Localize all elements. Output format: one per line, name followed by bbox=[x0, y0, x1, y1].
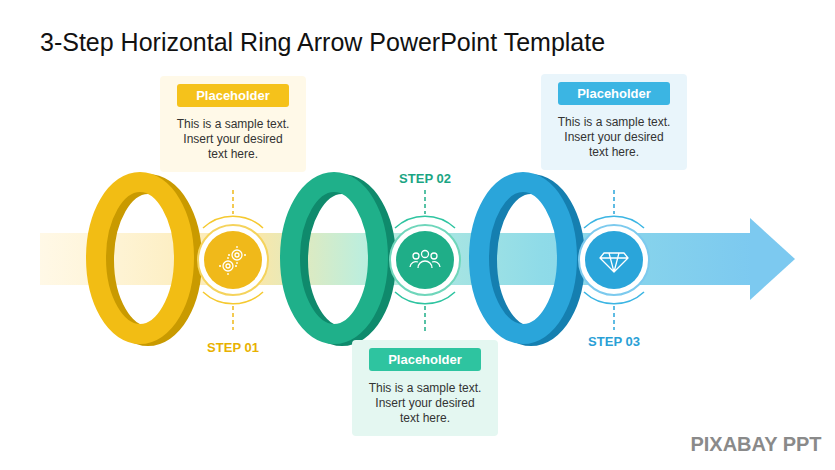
callout-heading: Placeholder bbox=[369, 348, 481, 371]
yellow-ring bbox=[96, 182, 192, 336]
watermark: PIXABAY PPT bbox=[690, 433, 821, 456]
step-label: STEP 03 bbox=[588, 334, 640, 349]
step-label: STEP 01 bbox=[207, 340, 259, 355]
step-circle bbox=[198, 190, 268, 330]
callout-text: This is a sample text. Insert your desir… bbox=[168, 117, 298, 162]
callout-box: PlaceholderThis is a sample text. Insert… bbox=[160, 76, 306, 172]
callout-heading: Placeholder bbox=[558, 82, 670, 105]
callout-text: This is a sample text. Insert your desir… bbox=[549, 115, 679, 160]
callout-heading: Placeholder bbox=[177, 84, 289, 107]
step-label: STEP 02 bbox=[399, 171, 451, 186]
step-circle bbox=[390, 190, 460, 334]
arrow-head bbox=[750, 218, 795, 300]
callout-text: This is a sample text. Insert your desir… bbox=[360, 381, 490, 426]
step-circle bbox=[579, 190, 649, 330]
slide-title: 3-Step Horizontal Ring Arrow PowerPoint … bbox=[40, 28, 605, 57]
green-ring bbox=[290, 182, 386, 336]
blue-ring bbox=[479, 182, 575, 336]
callout-box: PlaceholderThis is a sample text. Insert… bbox=[541, 74, 687, 170]
callout-box: PlaceholderThis is a sample text. Insert… bbox=[352, 340, 498, 436]
